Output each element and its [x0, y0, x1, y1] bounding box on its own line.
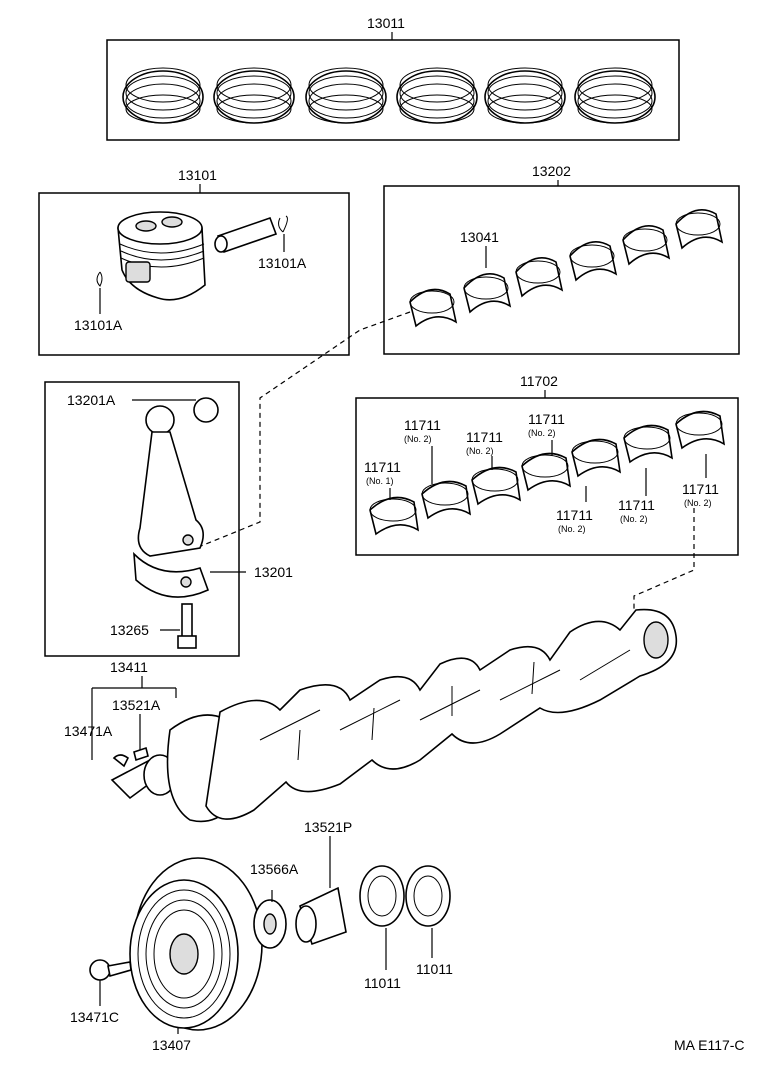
bearing-shell-icon	[623, 424, 674, 464]
label-11711-3: 11711	[466, 429, 503, 445]
bearing-shell-icon	[569, 240, 618, 282]
label-11711-7: 11711	[682, 481, 719, 497]
label-13407: 13407	[152, 1037, 191, 1053]
label-11711-2-sub: (No. 2)	[404, 434, 432, 444]
label-13521P: 13521P	[304, 819, 352, 835]
label-11711-7-sub: (No. 2)	[684, 498, 712, 508]
label-13101A-left: 13101A	[74, 317, 123, 333]
label-13265: 13265	[110, 622, 149, 638]
figure-code: MA E117-C	[674, 1037, 745, 1053]
piston-ring-icon	[122, 67, 204, 124]
label-13521A: 13521A	[112, 697, 161, 713]
label-11711-5-sub: (No. 2)	[558, 524, 586, 534]
rod-bearing-set-group: 13202	[383, 163, 740, 355]
connecting-rod-icon	[133, 405, 210, 598]
label-11011-left: 11011	[364, 975, 401, 991]
crankshaft-group: 13411 13521A 13471A	[64, 608, 678, 823]
piston-ring-set-group: 13011	[106, 15, 680, 141]
bearing-shell-icon	[471, 466, 522, 506]
rod-bearing-shells-illustration	[409, 208, 724, 328]
label-13101: 13101	[178, 167, 217, 183]
label-11711-6: 11711	[618, 497, 655, 513]
piston-pin-icon	[214, 216, 278, 254]
piston-ring-icon	[396, 67, 478, 124]
snap-ring-icon	[278, 215, 288, 233]
piston-ring-icon	[574, 67, 656, 124]
connecting-rod-box	[44, 381, 240, 657]
bearing-shell-icon	[369, 496, 420, 536]
label-13202: 13202	[532, 163, 571, 179]
label-13471A: 13471A	[64, 723, 113, 739]
label-13041: 13041	[460, 229, 499, 245]
crankshaft-gear-icon	[253, 899, 287, 949]
rod-bolt-icon	[177, 603, 197, 649]
bearing-shell-icon	[515, 256, 564, 298]
snap-ring-icon	[96, 271, 103, 287]
label-11011-right: 11011	[416, 961, 453, 977]
main-bearing-shells-illustration	[369, 410, 726, 536]
label-13411: 13411	[110, 659, 148, 675]
thrust-washer-icon	[359, 865, 405, 927]
label-11711-2: 11711	[404, 417, 441, 433]
label-13471C: 13471C	[70, 1009, 119, 1025]
woodruff-key-icon	[112, 754, 130, 768]
main-bearing-set-group: 11702	[355, 373, 739, 556]
connecting-rod-group: 13201A 13201 13265	[44, 381, 293, 657]
piston-ring-set-box	[106, 39, 680, 141]
piston-ring-set-illustration	[122, 67, 656, 124]
piston-ring-icon	[213, 67, 295, 124]
piston-ring-icon	[484, 67, 566, 124]
bearing-shell-icon	[463, 272, 512, 314]
label-11711-1-sub: (No. 1)	[366, 476, 394, 486]
bearing-shell-icon	[571, 438, 622, 478]
label-11702: 11702	[520, 373, 558, 389]
pulley-bolt-icon	[89, 959, 132, 981]
piston-icon	[117, 211, 206, 301]
crankshaft-pulley-icon	[129, 857, 263, 1031]
piston-ring-icon	[305, 67, 387, 124]
label-13201A: 13201A	[67, 392, 116, 408]
piston-box	[38, 192, 350, 356]
label-13101A-right: 13101A	[258, 255, 307, 271]
bearing-shell-icon	[622, 224, 671, 266]
bearing-shell-icon	[421, 480, 472, 520]
crank-key-icon	[133, 746, 149, 762]
crankshaft-icon	[110, 608, 678, 823]
label-13566A: 13566A	[250, 861, 299, 877]
label-11711-5: 11711	[556, 507, 593, 523]
label-11711-6-sub: (No. 2)	[620, 514, 648, 524]
thrust-washer-icon	[405, 865, 451, 927]
piston-group: 13101 13101A 13101A	[38, 167, 350, 356]
main-bearing-set-box	[355, 397, 739, 556]
label-13011: 13011	[367, 15, 405, 31]
label-11711-1: 11711	[364, 459, 401, 475]
bearing-shell-icon	[675, 410, 726, 450]
pulley-group: 13471C 13407 13566A 13521P 11011 11011	[70, 819, 453, 1053]
label-11711-4-sub: (No. 2)	[528, 428, 556, 438]
small-end-bushing-icon	[193, 397, 219, 423]
label-13201: 13201	[254, 564, 293, 580]
timing-sprocket-icon	[295, 886, 347, 946]
bearing-shell-icon	[521, 452, 572, 492]
label-11711-4: 11711	[528, 411, 565, 427]
rod-bearing-set-box	[383, 185, 740, 355]
leader-main-bearing	[633, 508, 695, 612]
label-11711-3-sub: (No. 2)	[466, 446, 494, 456]
leader-rod-bearing	[195, 311, 411, 549]
bearing-shell-icon	[409, 288, 458, 328]
bearing-shell-icon	[675, 208, 724, 250]
